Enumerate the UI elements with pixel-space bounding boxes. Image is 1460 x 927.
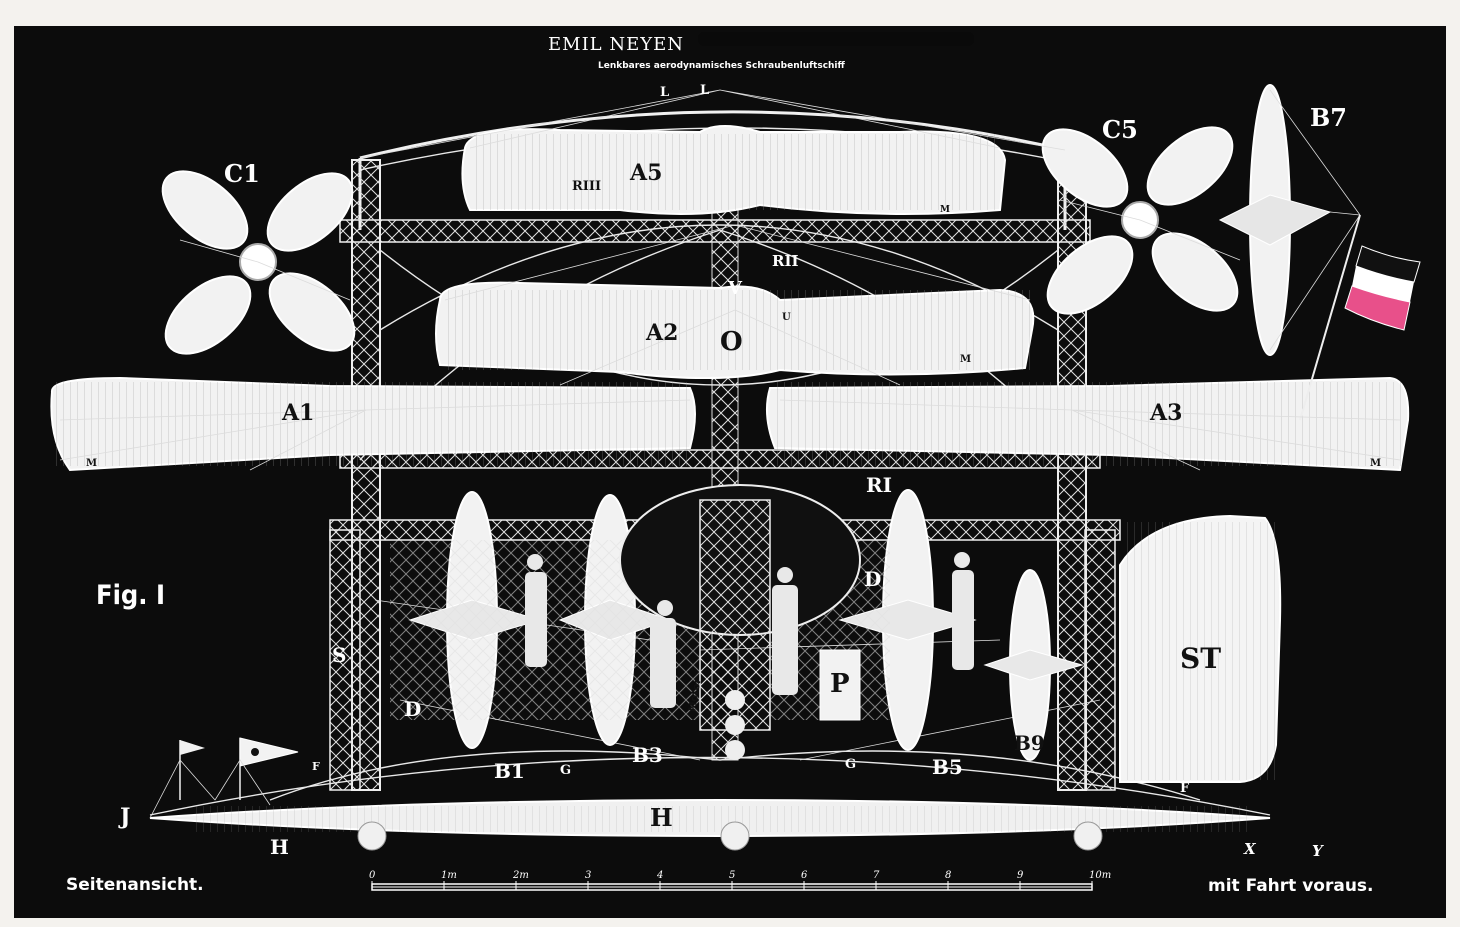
wing-a2	[435, 281, 1035, 380]
label-m3: M	[86, 458, 97, 469]
scale-tick-label: 9	[1017, 870, 1024, 881]
label-p: P	[830, 669, 850, 699]
scale-ticks: 0 1m 2m 3 4 5 6 7 8 9 10m	[369, 870, 1111, 890]
label-a1: A1	[281, 400, 314, 426]
label-x: X	[1243, 840, 1257, 858]
header-subtitle: Lenkbares aerodynamisches Schraubenlufts…	[598, 61, 846, 71]
steering-rudder	[1119, 514, 1282, 783]
wing-a1	[50, 376, 696, 472]
flag	[1299, 214, 1421, 421]
label-f2: F	[1180, 781, 1190, 796]
label-r1: RI	[866, 473, 892, 497]
label-d-left: D	[404, 697, 421, 721]
wing-a5	[461, 125, 1007, 215]
label-st: ST	[1180, 642, 1221, 675]
label-f1: F	[312, 760, 320, 773]
propeller-b9	[983, 569, 1084, 761]
label-y: Y	[1312, 842, 1324, 860]
wing-a3	[765, 376, 1410, 472]
hull	[149, 798, 1271, 851]
label-b1: B1	[494, 759, 525, 783]
caption-left: Seitenansicht.	[66, 875, 204, 895]
bow-pennants	[149, 737, 299, 819]
scale-tick-label: 3	[585, 870, 591, 881]
label-m2: M	[960, 354, 971, 365]
label-h-hull: H	[650, 803, 673, 832]
label-b5: B5	[932, 755, 963, 779]
scale-tick-label: 1m	[441, 870, 457, 881]
label-s: S	[332, 643, 346, 667]
label-g1: G	[560, 763, 571, 778]
label-b3: B3	[632, 743, 663, 767]
label-a3: A3	[1149, 400, 1182, 426]
label-h-bottom: H	[270, 835, 289, 859]
redaction-bar	[698, 32, 974, 46]
header-title: EMIL NEYEN	[548, 34, 684, 55]
scale-tick-label: 4	[656, 870, 663, 881]
label-c1: C1	[224, 159, 260, 188]
crew-figures	[525, 552, 974, 708]
label-m1: M	[940, 205, 950, 215]
scale-tick-label: 5	[729, 870, 735, 881]
label-r3: RIII	[572, 179, 601, 194]
label-j: J	[118, 804, 130, 830]
label-v: V	[727, 278, 743, 299]
label-u: U	[782, 312, 791, 323]
scale-tick-label: 7	[873, 870, 880, 881]
label-b9: B9	[1014, 731, 1045, 755]
scale-tick-label: 0	[369, 870, 376, 881]
label-b7: B7	[1310, 103, 1347, 132]
label-d-right: D	[864, 567, 881, 591]
scale-tick-label: 6	[801, 870, 808, 881]
scale-tick-label: 8	[945, 870, 951, 881]
label-m4: M	[1370, 458, 1381, 469]
scale-tick-label: 2m	[512, 870, 529, 881]
figure-label: Fig. I	[96, 580, 165, 611]
label-a5: A5	[629, 160, 662, 186]
engine-room	[390, 484, 890, 760]
label-a2: A2	[645, 320, 678, 346]
label-l2: L	[700, 83, 709, 98]
label-o: O	[720, 327, 743, 357]
label-g2: G	[845, 757, 856, 772]
label-l1: L	[660, 85, 669, 100]
caption-right: mit Fahrt voraus.	[1208, 876, 1374, 896]
label-r2: RII	[772, 252, 799, 270]
label-c5: C5	[1102, 115, 1138, 144]
propeller-c5	[1041, 126, 1239, 315]
scale-tick-label: 10m	[1089, 870, 1111, 881]
propeller-b7	[1218, 84, 1361, 356]
